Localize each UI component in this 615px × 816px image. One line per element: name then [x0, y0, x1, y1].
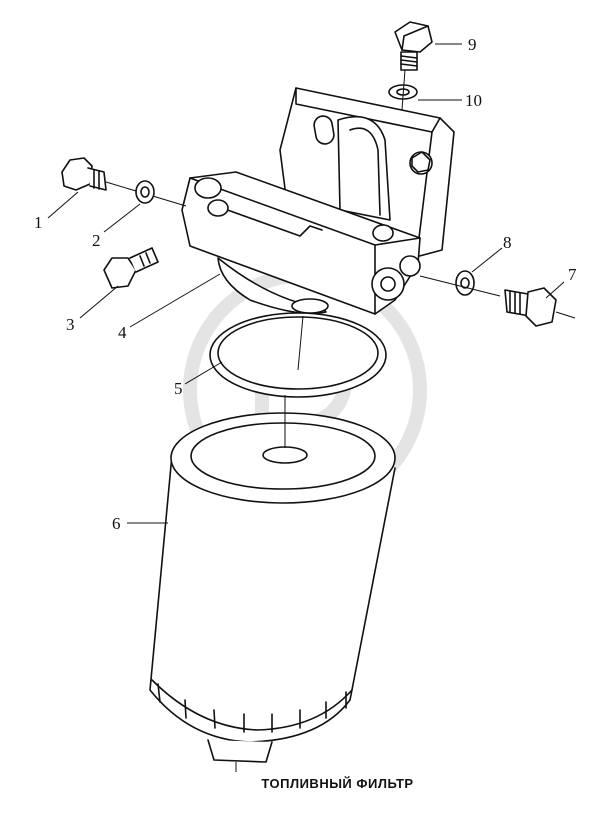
callout-6: 6: [112, 514, 121, 533]
callout-9: 9: [468, 35, 477, 54]
callout-10: 10: [465, 91, 482, 110]
callout-7: 7: [568, 265, 577, 284]
diagram-caption: ТОПЛИВНЫЙ ФИЛЬТР: [0, 776, 615, 791]
part-7-plug: [504, 287, 576, 327]
part-1-fitting: [61, 157, 187, 207]
callout-1: 1: [34, 213, 43, 232]
callout-8: 8: [503, 233, 512, 252]
part-5-seal-ring: [209, 312, 387, 398]
callout-4: 4: [118, 323, 127, 342]
callout-2: 2: [92, 231, 101, 250]
part-6-filter-canister: [149, 395, 396, 772]
callout-labels: 1 2 3 4 5 6 7 8 9 10: [34, 35, 577, 533]
callout-5: 5: [174, 379, 183, 398]
part-3-bolt: [103, 247, 159, 289]
part-4-filter-head: [181, 116, 421, 315]
part-9-bolt: [394, 21, 433, 71]
caption-text: ТОПЛИВНЫЙ ФИЛЬТР: [261, 776, 414, 791]
part-2-washer: [135, 180, 155, 204]
callout-3: 3: [66, 315, 75, 334]
callout-leaders: [47, 43, 565, 524]
part-8-washer: [419, 270, 501, 297]
